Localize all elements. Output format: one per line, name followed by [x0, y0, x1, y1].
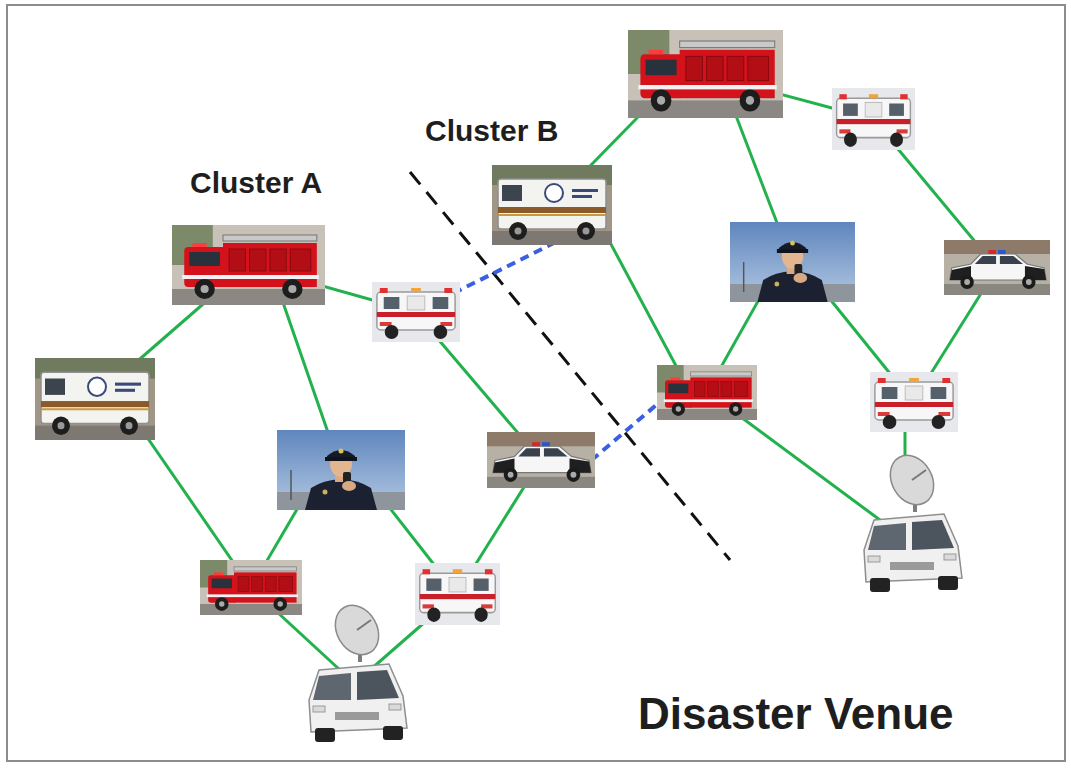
policeman-icon — [277, 430, 405, 510]
fire-truck-icon — [172, 225, 325, 305]
fire-truck-icon — [200, 560, 302, 615]
cluster-label: Cluster A — [190, 166, 322, 199]
ambulance-icon — [832, 88, 915, 150]
fire-truck-icon — [628, 30, 783, 118]
venue-label: Disaster Venue — [638, 690, 954, 738]
police-van-icon — [492, 165, 612, 245]
police-car-icon — [487, 432, 595, 488]
image-frame — [7, 5, 1065, 761]
satellite-van-icon — [864, 447, 962, 592]
police-van-icon — [35, 358, 155, 440]
mesh-links-b — [552, 74, 997, 520]
ambulance-icon — [415, 563, 500, 625]
policeman-icon — [730, 222, 855, 302]
ambulance-icon — [372, 282, 460, 342]
ambulance-icon — [870, 372, 958, 432]
cluster-label: Cluster B — [425, 114, 558, 147]
satellite-van-icon — [309, 597, 407, 742]
fire-truck-icon — [657, 365, 757, 420]
mesh-links-a — [95, 265, 541, 670]
police-car-icon — [944, 240, 1050, 295]
